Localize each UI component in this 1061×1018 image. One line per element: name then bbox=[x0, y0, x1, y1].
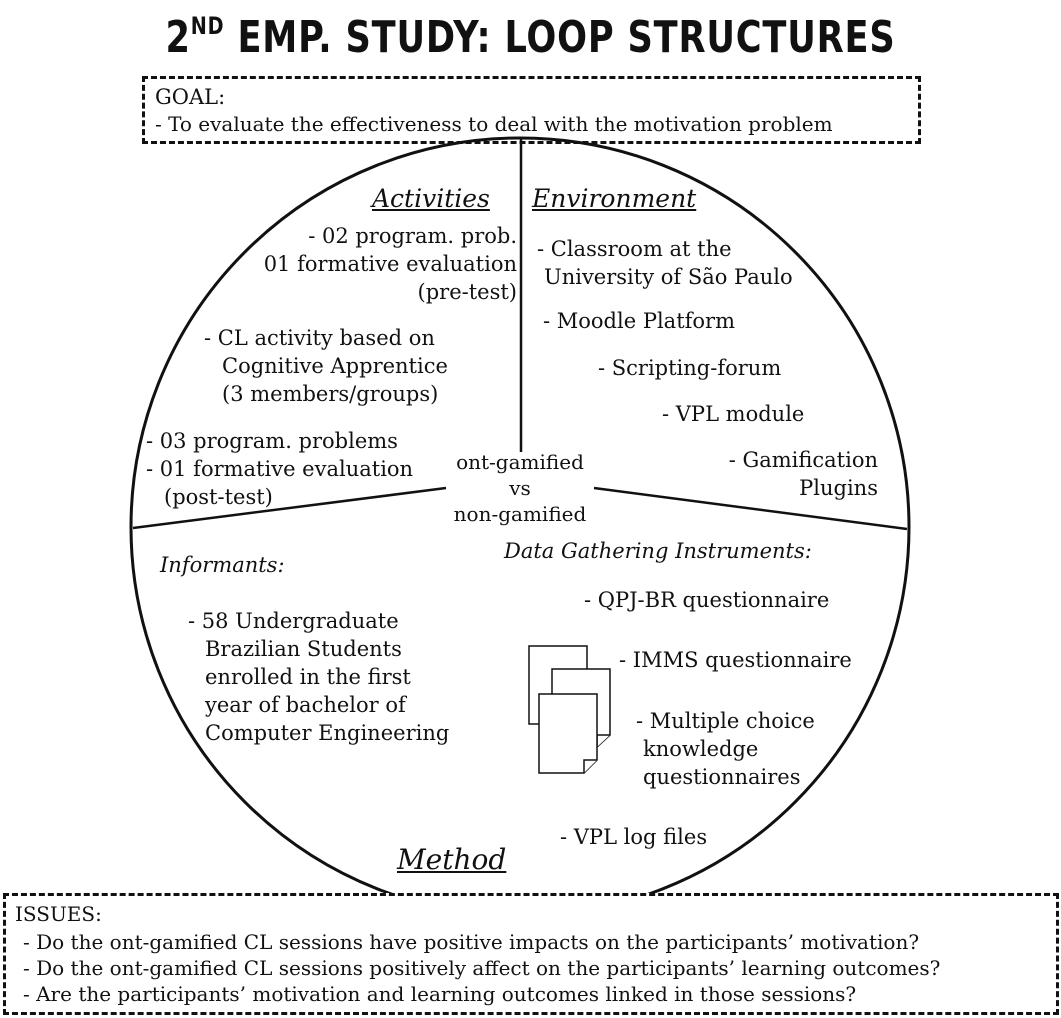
environment-heading: Environment bbox=[532, 184, 697, 213]
activities-item-1: - 02 program. prob. 01 formative evaluat… bbox=[263, 224, 517, 304]
environment-item-5: - Gamification Plugins bbox=[728, 448, 878, 500]
issues-item-1: - Do the ont-gamified CL sessions have p… bbox=[23, 930, 920, 954]
page-title: 2ND EMP. STUDY: LOOP STRUCTURES bbox=[106, 0, 955, 64]
title-ordinal-suffix: ND bbox=[190, 12, 225, 40]
issues-item-3: - Are the participants’ motivation and l… bbox=[23, 982, 857, 1006]
instruments-item-3: - Multiple choice knowledge questionnair… bbox=[636, 709, 815, 789]
activities-item-3: - 03 program. problems - 01 formative ev… bbox=[146, 429, 414, 509]
issues-label: ISSUES: bbox=[15, 902, 102, 926]
informants-item: - 58 Undergraduate Brazilian Students en… bbox=[188, 609, 450, 745]
goal-label: GOAL: bbox=[155, 85, 226, 109]
goal-box bbox=[142, 76, 921, 144]
documents-icon bbox=[528, 645, 611, 774]
center-label: ont-gamified vs non-gamified bbox=[453, 450, 587, 526]
environment-item-1: - Classroom at the University of São Pau… bbox=[537, 237, 793, 289]
instruments-item-1: - QPJ-BR questionnaire bbox=[584, 588, 830, 612]
environment-item-4: - VPL module bbox=[662, 402, 805, 426]
title-text: EMP. STUDY: LOOP STRUCTURES bbox=[224, 12, 896, 63]
instruments-item-4: - VPL log files bbox=[560, 825, 708, 849]
divider-right bbox=[593, 486, 908, 531]
instruments-item-2: - IMMS questionnaire bbox=[619, 648, 852, 672]
informants-heading: Informants: bbox=[160, 553, 285, 577]
environment-item-3: - Scripting-forum bbox=[598, 356, 782, 380]
issues-box bbox=[3, 893, 1059, 1015]
instruments-heading: Data Gathering Instruments: bbox=[504, 539, 812, 563]
activities-heading: Activities bbox=[372, 184, 490, 213]
divider-left bbox=[132, 486, 447, 530]
goal-item: - To evaluate the effectiveness to deal … bbox=[155, 112, 833, 136]
environment-item-2: - Moodle Platform bbox=[543, 309, 735, 333]
title-ordinal-number: 2 bbox=[165, 12, 191, 63]
issues-item-2: - Do the ont-gamified CL sessions positi… bbox=[23, 956, 941, 980]
activities-item-2: - CL activity based on Cognitive Apprent… bbox=[204, 326, 448, 406]
method-label: Method bbox=[397, 843, 507, 876]
